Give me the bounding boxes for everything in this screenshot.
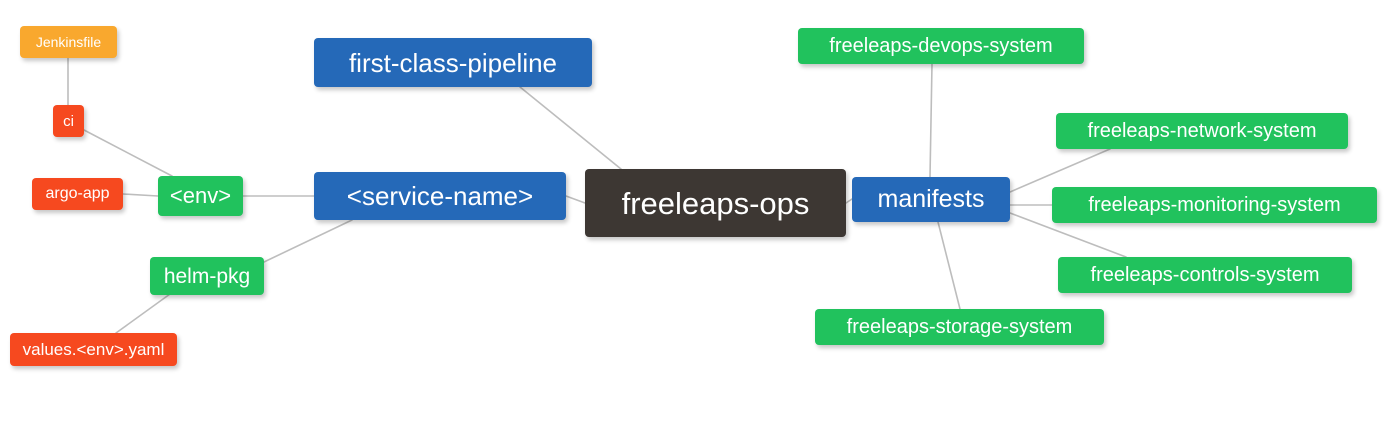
edge-service-name-to-helm-pkg <box>263 219 353 263</box>
edge-manifests-to-freeleaps-storage-system <box>937 221 961 310</box>
mindmap-node-label: freeleaps-network-system <box>1087 120 1317 142</box>
mindmap-node-label: argo-app <box>45 185 110 202</box>
mindmap-node-values-env-yaml[interactable]: values.<env>.yaml <box>10 333 177 366</box>
mindmap-node-argo-app[interactable]: argo-app <box>32 178 123 210</box>
mindmap-node-manifests[interactable]: manifests <box>852 177 1010 222</box>
edge-env-to-argo-app <box>122 193 159 197</box>
mindmap-node-freeleaps-devops-system[interactable]: freeleaps-devops-system <box>798 28 1084 64</box>
mindmap-node-service-name[interactable]: <service-name> <box>314 172 566 220</box>
mindmap-node-label: ci <box>63 112 74 130</box>
mindmap-node-label: freeleaps-monitoring-system <box>1088 194 1341 216</box>
mindmap-node-label: <service-name> <box>346 181 534 211</box>
mindmap-node-freeleaps-storage-system[interactable]: freeleaps-storage-system <box>815 309 1104 345</box>
edge-freeleaps-ops-to-service-name <box>565 195 586 204</box>
mindmap-node-label: <env> <box>169 183 232 208</box>
mindmap-node-label: freeleaps-devops-system <box>829 35 1053 57</box>
edge-env-to-ci <box>83 129 173 177</box>
mindmap-node-label: freeleaps-controls-system <box>1090 264 1320 286</box>
mindmap-node-label: Jenkinsfile <box>35 34 102 50</box>
mindmap-node-label: first-class-pipeline <box>348 47 558 78</box>
mindmap-node-env[interactable]: <env> <box>158 176 243 216</box>
mindmap-node-freeleaps-ops[interactable]: freeleaps-ops <box>585 169 846 237</box>
mindmap-node-first-class-pipeline[interactable]: first-class-pipeline <box>314 38 592 87</box>
mindmap-node-freeleaps-controls-system[interactable]: freeleaps-controls-system <box>1058 257 1352 293</box>
edge-freeleaps-ops-to-first-class-pipeline <box>519 86 622 170</box>
mindmap-node-helm-pkg[interactable]: helm-pkg <box>150 257 264 295</box>
mindmap-node-label: freeleaps-ops <box>621 185 810 221</box>
mindmap-node-jenkinsfile[interactable]: Jenkinsfile <box>20 26 117 58</box>
edge-manifests-to-freeleaps-network-system <box>1009 148 1111 193</box>
mindmap-node-label: freeleaps-storage-system <box>846 316 1073 338</box>
mindmap-node-ci[interactable]: ci <box>53 105 84 137</box>
mindmap-node-label: values.<env>.yaml <box>22 340 165 359</box>
mindmap-node-freeleaps-monitoring-system[interactable]: freeleaps-monitoring-system <box>1052 187 1377 223</box>
mindmap-node-label: manifests <box>877 185 985 213</box>
edge-manifests-to-freeleaps-devops-system <box>929 63 933 178</box>
mindmap-node-freeleaps-network-system[interactable]: freeleaps-network-system <box>1056 113 1348 149</box>
edge-helm-pkg-to-values-env-yaml <box>115 293 171 334</box>
mindmap-node-label: helm-pkg <box>163 264 251 288</box>
